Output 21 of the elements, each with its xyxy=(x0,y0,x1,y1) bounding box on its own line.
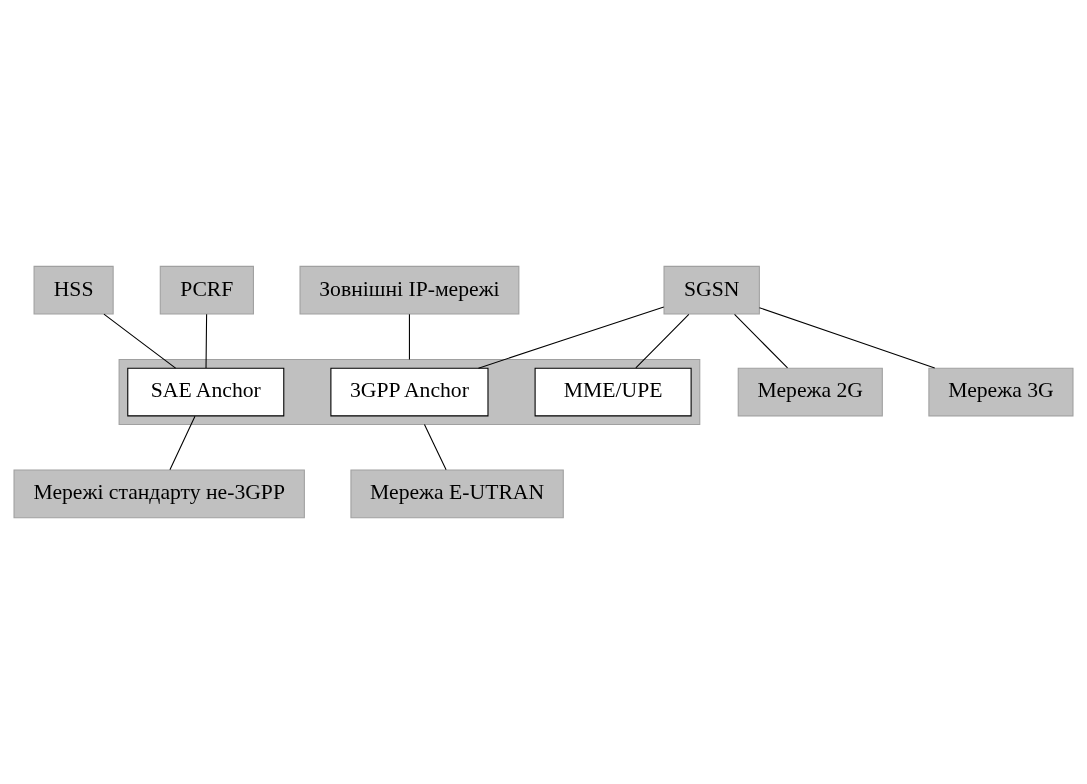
connector xyxy=(205,313,208,369)
connector xyxy=(734,313,789,369)
cluster xyxy=(118,358,701,426)
node-box: Мережі стандарту не-3GPP xyxy=(13,469,305,519)
connector xyxy=(423,423,447,471)
node-box: Мережа E-UTRAN xyxy=(350,469,564,519)
connector xyxy=(408,313,410,361)
node-box: MME/UPE xyxy=(534,367,692,417)
node-box: Мережа 3G xyxy=(928,367,1074,417)
connector xyxy=(635,313,690,369)
node-box: Зовнішні IP-мережі xyxy=(299,265,520,315)
connector xyxy=(758,307,936,369)
connector xyxy=(477,306,665,369)
node-box: SAE Anchor xyxy=(127,367,285,417)
node-box: Мережа 2G xyxy=(737,367,883,417)
node-box: SGSN xyxy=(663,265,760,315)
node-box: PCRF xyxy=(159,265,254,315)
connector xyxy=(169,415,196,471)
connector xyxy=(103,313,177,369)
node-box: HSS xyxy=(33,265,114,315)
node-box: 3GPP Anchor xyxy=(330,367,489,417)
